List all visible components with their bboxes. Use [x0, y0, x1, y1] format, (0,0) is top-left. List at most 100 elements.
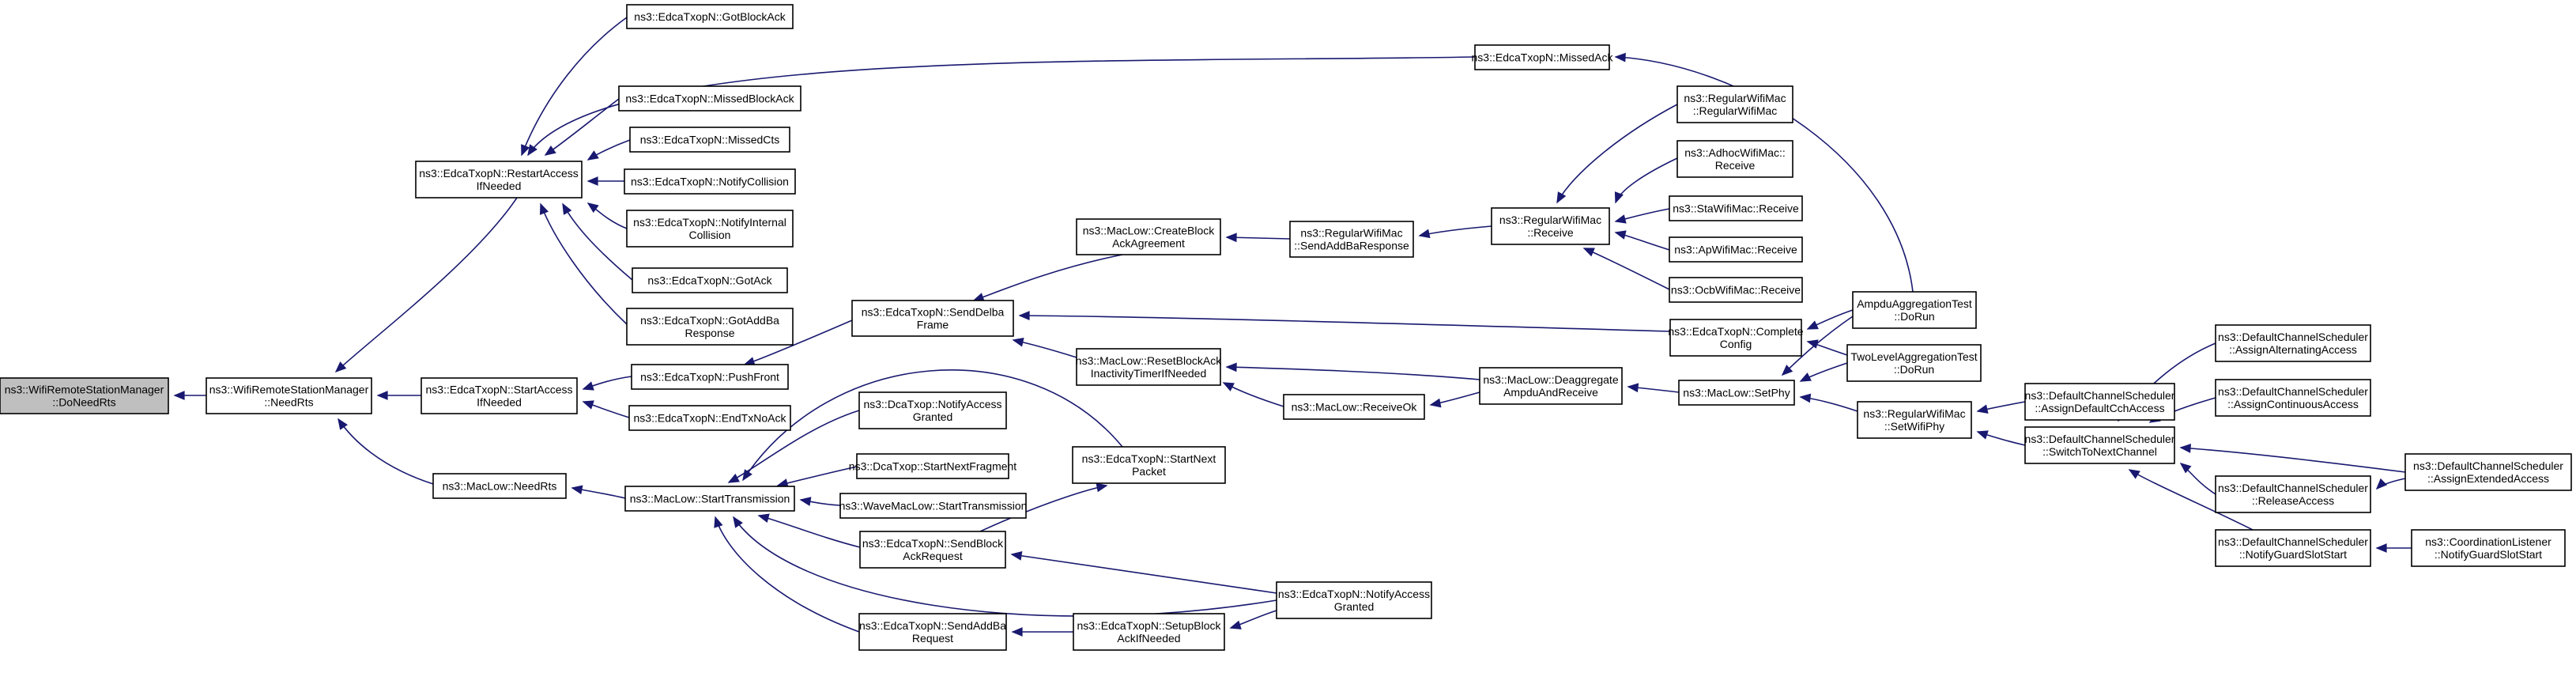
node-stareceive[interactable]: ns3::StaWifiMac::Receive	[1669, 195, 1803, 221]
node-setwifiphy[interactable]: ns3::RegularWifiMac::SetWifiPhy	[1857, 401, 1972, 439]
node-box	[632, 267, 788, 293]
edge-line	[777, 466, 858, 486]
node-release[interactable]: ns3::DefaultChannelScheduler::ReleaseAcc…	[2215, 475, 2371, 513]
node-label: Collision	[689, 229, 731, 241]
edge-complete-to-senddelba	[1018, 311, 1671, 332]
node-label: Granted	[913, 410, 953, 423]
node-needrts[interactable]: ns3::WifiRemoteStationManager::NeedRts	[206, 377, 372, 414]
node-ocbreceive[interactable]: ns3::OcbWifiMac::Receive	[1669, 277, 1803, 303]
node-adhocreceive[interactable]: ns3::AdhocWifiMac::Receive	[1676, 140, 1793, 178]
node-box	[2215, 529, 2371, 567]
node-receiveok[interactable]: ns3::MacLow::ReceiveOk	[1283, 394, 1425, 420]
node-regwifimac[interactable]: ns3::RegularWifiMac::RegularWifiMac	[1676, 85, 1793, 123]
arrowhead	[1781, 365, 1793, 376]
node-assignext[interactable]: ns3::DefaultChannelScheduler::AssignExte…	[2404, 453, 2572, 491]
edge-release-to-switchto	[2179, 463, 2216, 495]
node-box	[1857, 401, 1972, 439]
node-label: ns3::DcaTxop::StartNextFragment	[849, 460, 1017, 473]
edge-sendblockack-to-startnextpacket	[979, 482, 1108, 532]
node-missedack[interactable]: ns3::EdcaTxopN::MissedAck	[1472, 44, 1614, 70]
arrowhead	[1018, 311, 1030, 320]
node-setphy[interactable]: ns3::MacLow::SetPhy	[1678, 380, 1795, 406]
edge-line	[733, 516, 1277, 617]
node-pushfront[interactable]: ns3::EdcaTxopN::PushFront	[631, 364, 789, 390]
node-label: ns3::CoordinationListener	[2425, 535, 2551, 548]
node-label: ::AssignAlternatingAccess	[2229, 343, 2357, 356]
node-label: ns3::OcbWifiMac::Receive	[1671, 284, 1801, 297]
node-assigncont[interactable]: ns3::DefaultChannelScheduler::AssignCont…	[2215, 379, 2371, 417]
node-regreceive[interactable]: ns3::RegularWifiMac::Receive	[1491, 207, 1610, 245]
node-label: ns3::DcaTxop::NotifyAccess	[863, 398, 1001, 410]
node-box	[858, 391, 1007, 429]
node-missedcts[interactable]: ns3::EdcaTxopN::MissedCts	[629, 127, 790, 153]
node-sendaddbaresp[interactable]: ns3::RegularWifiMac::SendAddBaResponse	[1289, 221, 1414, 258]
node-switchto[interactable]: ns3::DefaultChannelScheduler::SwitchToNe…	[2024, 426, 2175, 464]
node-box	[859, 531, 1006, 569]
node-box	[2215, 379, 2371, 417]
node-label: AckIfNeeded	[1117, 632, 1180, 645]
node-label: ::AssignExtendedAccess	[2427, 472, 2549, 485]
node-label: InactivityTimerIfNeeded	[1091, 367, 1207, 380]
edge-edcanotify-to-starttx	[733, 516, 1277, 617]
node-assignalt[interactable]: ns3::DefaultChannelScheduler::AssignAlte…	[2215, 324, 2371, 362]
node-box	[1474, 44, 1610, 70]
node-starttx[interactable]: ns3::MacLow::StartTransmission	[624, 486, 795, 512]
node-box	[2411, 529, 2566, 567]
edges-layer	[173, 17, 2412, 637]
node-label: ns3::MacLow::ReceiveOk	[1292, 401, 1418, 414]
node-ampdutest[interactable]: AmpduAggregationTest::DoRun	[1852, 291, 1977, 329]
node-coordguard[interactable]: ns3::CoordinationListener::NotifyGuardSl…	[2411, 529, 2566, 567]
node-gotack[interactable]: ns3::EdcaTxopN::GotAck	[632, 267, 788, 293]
node-label: ::SetWifiPhy	[1884, 420, 1944, 433]
arrowhead	[1799, 393, 1812, 403]
node-label: ns3::EdcaTxopN::SendDelba	[862, 306, 1005, 319]
node-label: ns3::DefaultChannelScheduler	[2025, 389, 2175, 402]
edge-missedcts-to-restart	[586, 139, 631, 161]
node-notifycollision[interactable]: ns3::EdcaTxopN::NotifyCollision	[624, 168, 796, 195]
node-label: ns3::DefaultChannelScheduler	[2218, 482, 2368, 494]
node-box	[1076, 218, 1221, 255]
edge-sendaddbaresp-to-createblock	[1225, 233, 1291, 243]
node-box	[1678, 380, 1795, 406]
edge-line	[527, 56, 1476, 156]
node-box	[1076, 348, 1221, 386]
node-endtxnoack[interactable]: ns3::EdcaTxopN::EndTxNoAck	[628, 405, 791, 431]
node-resetblock[interactable]: ns3::MacLow::ResetBlockAckInactivityTime…	[1076, 348, 1222, 386]
node-missedblockack[interactable]: ns3::EdcaTxopN::MissedBlockAck	[618, 85, 801, 112]
edge-line	[1226, 236, 1291, 240]
node-apreceive[interactable]: ns3::ApWifiMac::Receive	[1669, 236, 1803, 263]
node-gotblockack[interactable]: ns3::EdcaTxopN::GotBlockAck	[626, 4, 794, 29]
edge-sendblockack-to-starttx	[757, 513, 861, 548]
edge-line	[1556, 104, 1678, 203]
node-wavestart[interactable]: ns3::WaveMacLow::StartTransmission	[839, 493, 1028, 519]
node-label: ns3::EdcaTxopN::StartAccess	[426, 384, 573, 396]
edge-line	[338, 418, 434, 485]
edge-line	[728, 410, 860, 483]
node-box	[628, 405, 791, 431]
node-dcastartnext[interactable]: ns3::DcaTxop::StartNextFragment	[849, 453, 1017, 479]
node-guardslot[interactable]: ns3::DefaultChannelScheduler::NotifyGuar…	[2215, 529, 2371, 567]
edge-createblock-to-senddelba	[972, 254, 1123, 302]
node-mlneedrts[interactable]: ns3::MacLow::NeedRts	[432, 473, 567, 499]
node-assigndefault[interactable]: ns3::DefaultChannelScheduler::AssignDefa…	[2024, 383, 2175, 421]
node-twoleveltest[interactable]: TwoLevelAggregationTest::DoRun	[1846, 344, 1982, 382]
node-label: ns3::EdcaTxopN::MissedCts	[640, 134, 780, 146]
node-label: ::Receive	[1527, 226, 1574, 239]
node-box	[624, 168, 796, 195]
arrowhead	[1806, 320, 1819, 330]
arrowhead	[1614, 52, 1626, 62]
